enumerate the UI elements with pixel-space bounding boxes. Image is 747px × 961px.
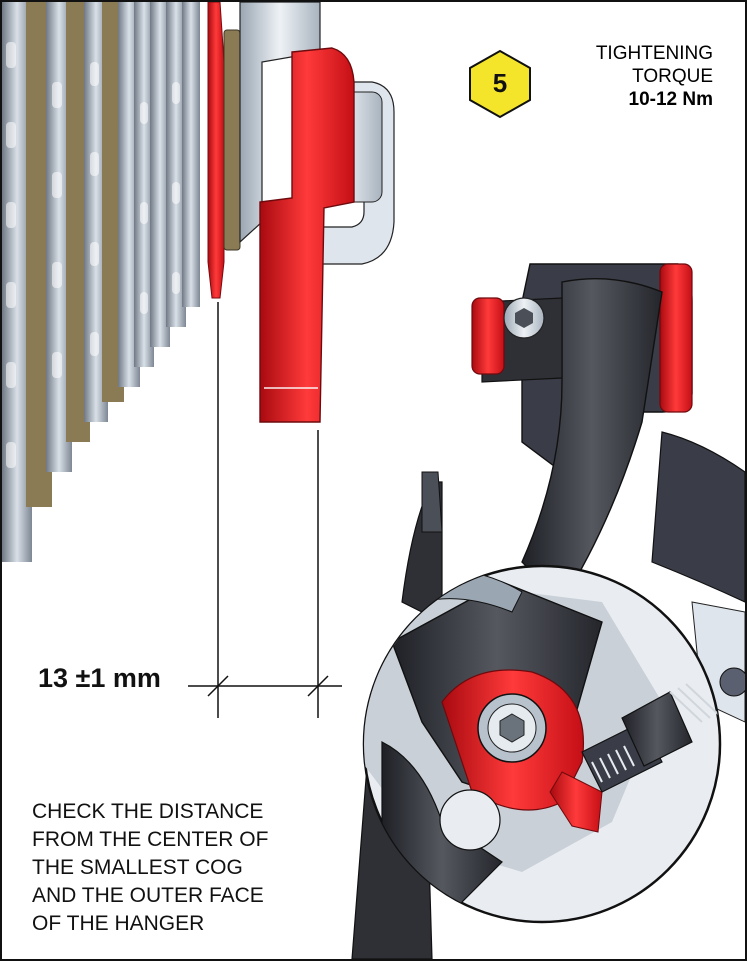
derailleur-hanger (259, 47, 355, 423)
instruction-line: CHECK THE DISTANCE (32, 800, 264, 823)
measurement-label: 13 ±1 mm (38, 663, 161, 693)
cog-9 (150, 2, 170, 347)
detail-zoom (362, 564, 722, 924)
instruction-text: CHECK THE DISTANCE FROM THE CENTER OF TH… (32, 798, 332, 938)
torque-value: 10-12 Nm (628, 89, 714, 110)
instruction-line: OF THE HANGER (32, 912, 205, 935)
cassette (2, 2, 200, 562)
cog-10 (166, 2, 186, 327)
smallest-cog (207, 2, 225, 299)
b-knuckle-cap (471, 297, 505, 375)
step-number: 5 (492, 68, 508, 98)
cog-8 (134, 2, 154, 367)
torque-spec: TIGHTENING TORQUE 10-12 Nm (596, 42, 713, 111)
torque-line-1: TIGHTENING (595, 43, 713, 64)
hub-shell (239, 2, 321, 244)
torque-line-2: TORQUE (632, 66, 713, 87)
step-badge: 5 (468, 48, 532, 118)
instruction-line: THE SMALLEST COG (32, 856, 243, 879)
derailleur-red-cap (659, 263, 693, 413)
step-badge-hexagon (469, 49, 531, 119)
instruction-line: FROM THE CENTER OF (32, 828, 269, 851)
instruction-line: AND THE OUTER FACE (32, 884, 264, 907)
cog-11 (182, 2, 200, 307)
red-tab (549, 771, 603, 833)
adjust-screw (581, 683, 719, 793)
lockring (223, 29, 241, 251)
